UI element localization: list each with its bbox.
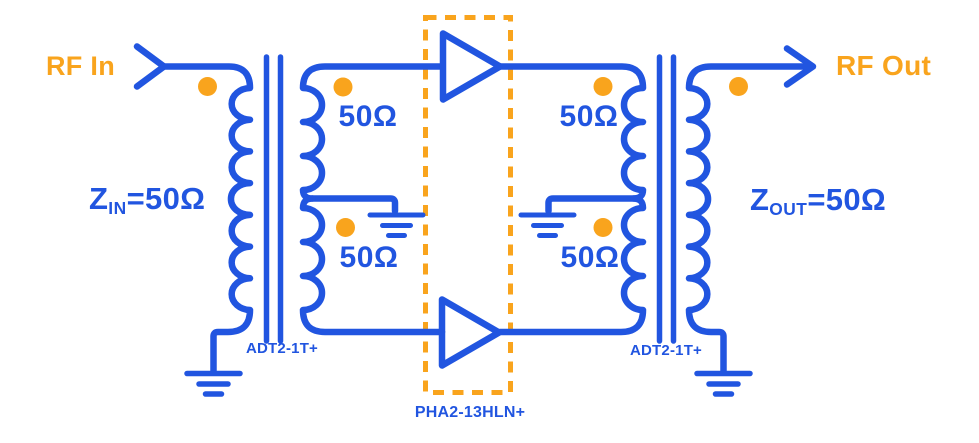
bottom-amplifier-icon (438, 296, 503, 369)
z-value: =50Ω (126, 181, 206, 216)
z-value: =50Ω (807, 182, 887, 217)
phase-dot-icon (729, 77, 748, 96)
input-balun-primary-winding (160, 63, 254, 375)
phase-dots (198, 77, 748, 237)
input-balun-secondary-upper-winding (299, 63, 446, 215)
output-balun-ground-icon (694, 370, 753, 397)
output-impedance-label: ZOUT=50Ω (750, 184, 886, 219)
output-tap-ground-icon (518, 212, 577, 238)
input-tap-ground-icon (367, 212, 426, 238)
z-symbol: Z (89, 181, 109, 216)
phase-dot-icon (198, 77, 217, 96)
phase-dot-icon (593, 77, 613, 96)
z-symbol: Z (750, 182, 770, 217)
phase-dot-icon (333, 77, 353, 97)
rf-in-arrowhead-icon (133, 43, 168, 90)
phase-dot-icon (336, 218, 355, 237)
output-balun-primary-lower-winding (496, 195, 647, 336)
rf-in-label: RF In (46, 51, 115, 81)
top-amplifier-icon (439, 30, 504, 103)
z-subscript: OUT (769, 199, 808, 220)
output-balun-core (656, 54, 677, 344)
rf-out-label: RF Out (836, 50, 932, 81)
input-balun-ground-icon (184, 370, 243, 397)
circuit-wires (133, 30, 817, 397)
impedance-label-input-top: 50Ω (338, 100, 398, 133)
output-balun-secondary-winding (685, 63, 810, 375)
impedance-label-input-tap: 50Ω (339, 241, 399, 274)
z-subscript: IN (108, 198, 127, 219)
amplifier-part-number: PHA2-13HLN+ (414, 404, 526, 421)
input-impedance-label: ZIN=50Ω (89, 183, 205, 218)
input-balun-secondary-lower-winding (299, 195, 446, 336)
impedance-label-output-tap: 50Ω (560, 241, 620, 274)
output-balun-part-number: ADT2-1T+ (629, 342, 703, 359)
input-balun-part-number: ADT2-1T+ (245, 340, 319, 357)
output-balun-primary-upper-winding (496, 63, 647, 215)
rf-out-arrowhead-icon (783, 45, 817, 88)
input-balun-core (263, 54, 284, 344)
phase-dot-icon (593, 218, 613, 237)
impedance-label-output-top: 50Ω (559, 100, 619, 133)
amplifier-dashed-boundary (423, 15, 513, 395)
